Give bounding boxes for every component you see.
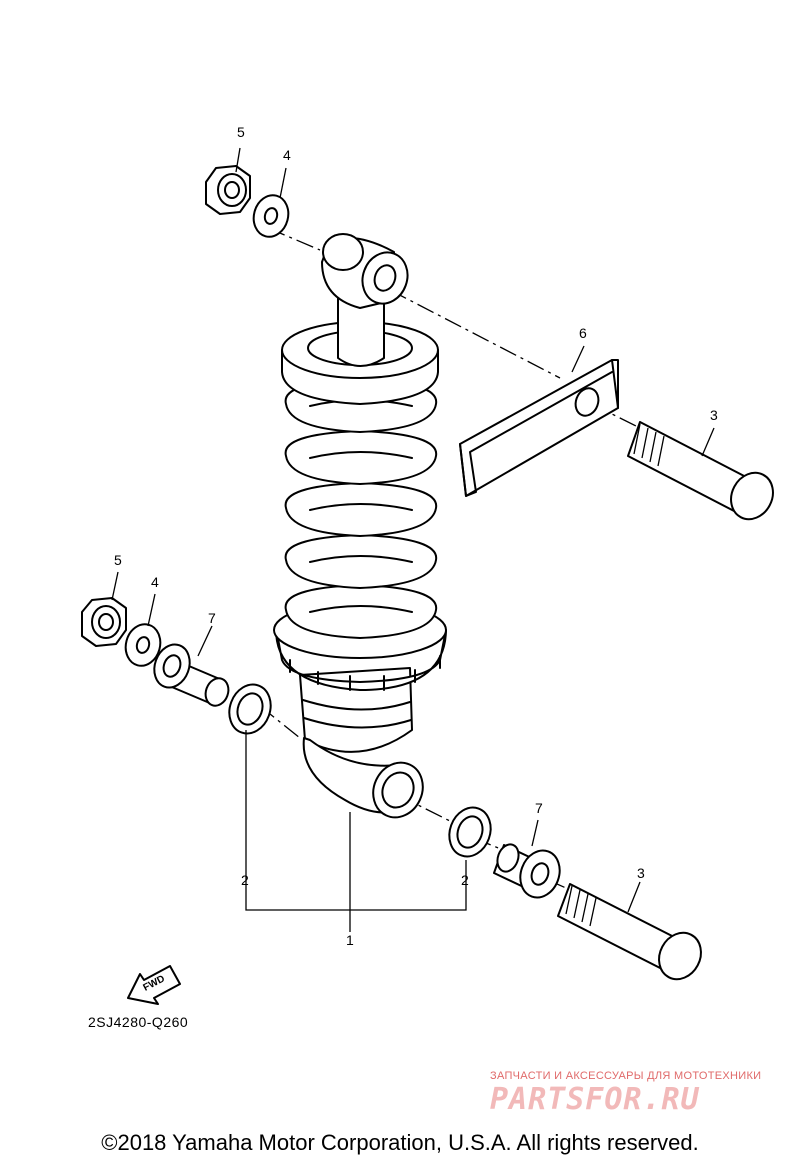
callout-bracket: 6 <box>579 325 587 341</box>
bearing-right <box>448 806 492 858</box>
collar-left <box>153 643 230 707</box>
fwd-arrow <box>127 965 181 1005</box>
callout-bearing-left: 2 <box>241 872 249 888</box>
callout-nut-bottom: 5 <box>114 552 122 568</box>
callout-collar-right: 7 <box>535 800 543 816</box>
leader-lines <box>111 147 715 932</box>
watermark-logo: PARTSFOR.RU <box>490 1082 700 1117</box>
callout-washer-bottom: 4 <box>151 574 159 590</box>
callout-bolt-top: 3 <box>710 407 718 423</box>
nut-top <box>205 165 251 215</box>
callout-bolt-bottom: 3 <box>637 865 645 881</box>
shock-absorber-assembly <box>273 233 447 819</box>
callout-collar-left: 7 <box>208 610 216 626</box>
callout-bearing-right: 2 <box>461 872 469 888</box>
washer-top <box>252 194 290 238</box>
bolt-top <box>627 421 774 521</box>
bolt-bottom <box>557 883 702 981</box>
spring-coils <box>284 378 438 639</box>
copyright-notice: ©2018 Yamaha Motor Corporation, U.S.A. A… <box>101 1130 699 1155</box>
callout-nut-top: 5 <box>237 124 245 140</box>
diagram-part-code: 2SJ4280-Q260 <box>88 1014 189 1030</box>
nut-bottom <box>81 597 127 647</box>
collar-right <box>493 843 561 899</box>
callout-washer-top: 4 <box>283 147 291 163</box>
bracket <box>459 359 619 497</box>
bearing-left <box>228 683 272 735</box>
watermark-tagline: ЗАПЧАСТИ И АКСЕССУАРЫ ДЛЯ МОТОТЕХНИКИ <box>490 1070 762 1082</box>
callout-shock-assembly: 1 <box>346 932 354 948</box>
